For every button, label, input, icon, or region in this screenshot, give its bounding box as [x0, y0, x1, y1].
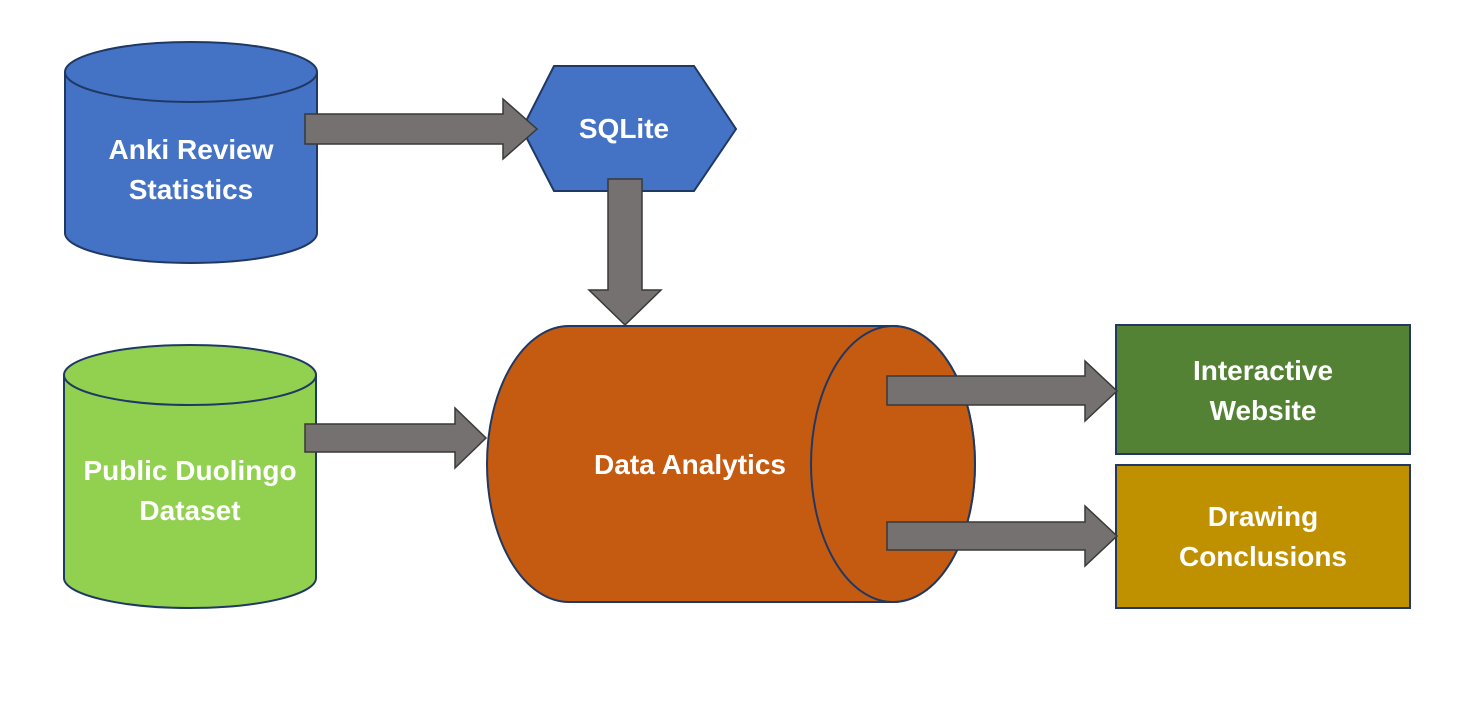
duolingo-cylinder-top: [63, 344, 317, 406]
duolingo-cylinder-body: [63, 375, 317, 609]
website-label-line1: Interactive: [1192, 355, 1334, 386]
duolingo-label-line1: Public Duolingo: [83, 455, 297, 486]
arrow-anki-to-sqlite: [304, 97, 539, 161]
arrow-duolingo-to-analytics: [304, 406, 488, 470]
duolingo-label-line2: Dataset: [139, 495, 241, 526]
sqlite-label-text: SQLite: [578, 113, 670, 144]
conclusions-label-line2: Conclusions: [1178, 541, 1347, 572]
website-label-line2: Website: [1209, 395, 1317, 426]
anki-label-line1: Anki Review: [108, 134, 274, 165]
drawing-conclusions-label: Drawing Conclusions: [1116, 482, 1410, 592]
arrow-analytics-to-conclusions: [886, 504, 1119, 568]
analytics-label-text: Data Analytics: [594, 449, 786, 480]
anki-review-statistics-cylinder: [64, 41, 318, 264]
sqlite-label: SQLite: [554, 106, 694, 152]
public-duolingo-dataset-label: Public Duolingo Dataset: [64, 436, 316, 546]
anki-review-statistics-label: Anki Review Statistics: [65, 115, 317, 225]
interactive-website-label: Interactive Website: [1116, 336, 1410, 446]
anki-cylinder-top: [64, 41, 318, 103]
anki-cylinder-body: [64, 72, 318, 264]
arrow-sqlite-to-analytics: [587, 178, 663, 327]
drawing-conclusions-box: [1115, 464, 1411, 609]
sqlite-hexagon: [520, 65, 738, 192]
analytics-cylinder-end: [810, 325, 976, 603]
conclusions-label-line1: Drawing: [1207, 501, 1319, 532]
data-analytics-label: Data Analytics: [560, 440, 820, 490]
arrow-analytics-to-website: [886, 359, 1119, 423]
anki-label-line2: Statistics: [128, 174, 254, 205]
public-duolingo-dataset-cylinder: [63, 344, 317, 609]
